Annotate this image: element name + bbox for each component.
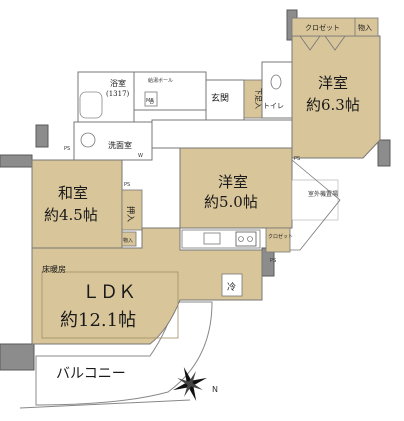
washer-mark: W (138, 153, 143, 159)
stove-icon (235, 231, 257, 247)
japanese-room-size: 約4.5帖 (44, 206, 98, 224)
d-mark: D (150, 100, 154, 106)
entrance-label: 玄関 (211, 92, 229, 104)
bathtub-icon (79, 91, 103, 119)
western-room-2-name: 洋室 (218, 173, 248, 191)
ldk-size: 約12.1帖 (60, 310, 136, 331)
ps-mark-4: PS (270, 258, 276, 264)
bathroom-label: 浴室 (110, 78, 126, 88)
refrigerator-label: 冷 (227, 281, 236, 293)
sink-icon (80, 132, 96, 148)
mb-label: MB (146, 98, 154, 104)
closet-top (291, 17, 379, 37)
washroom-label: 洗面室 (108, 140, 132, 150)
balcony-label: バルコニー (56, 366, 126, 382)
closet-top-label: クロゼット (305, 23, 340, 32)
ldk-room (31, 227, 263, 345)
compass-star-icon (173, 367, 207, 401)
bathroom (77, 71, 135, 123)
toilet-icon (270, 74, 282, 90)
shoe-box-label: 下足入 (254, 88, 262, 109)
service-ball-label: 給湯ボール (148, 77, 173, 84)
storage-small (121, 231, 137, 247)
western-room-1-size: 約6.3帖 (306, 96, 360, 114)
corridor (151, 119, 293, 149)
storage-top-label: 物入 (358, 23, 372, 32)
entrance (205, 79, 245, 121)
oshiire-label: 押入 (126, 206, 136, 222)
floor-heating-area (41, 271, 179, 339)
outer-wall-left (0, 154, 33, 168)
ldk-name: ＬＤＫ (82, 282, 136, 303)
outer-wall-mid (35, 124, 49, 148)
ps-mark-3: PS (294, 156, 300, 162)
western-room-2 (179, 147, 293, 229)
closet-small-label: クロゼット (268, 233, 293, 240)
japanese-room-name: 和室 (58, 184, 88, 202)
outer-wall-right (377, 139, 391, 167)
outdoor-unit-label: 室外機置場 (308, 190, 338, 198)
sink-icon-kitchen (203, 232, 221, 245)
oshiire (121, 189, 143, 231)
storage-small-label: 物入 (123, 237, 133, 244)
outdoor-unit-area (291, 179, 339, 221)
japanese-room (31, 159, 123, 249)
mb-box (144, 91, 158, 107)
western-room-1-name: 洋室 (318, 74, 348, 92)
ps-mark-1: PS (64, 146, 70, 152)
toilet-room (261, 61, 293, 119)
toilet-label: トイレ (263, 102, 284, 110)
closet-small (265, 227, 291, 253)
ps-mark-2: PS (124, 182, 130, 188)
bathroom-size-label: (1317) (106, 90, 130, 98)
western-room-2-size: 約5.0帖 (204, 193, 258, 211)
outer-wall-left-low (0, 343, 35, 371)
refrigerator (221, 273, 243, 297)
floor-heating-label: 床暖房 (42, 264, 66, 274)
compass-north-label: N (212, 385, 218, 394)
balcony-rail (19, 399, 191, 409)
